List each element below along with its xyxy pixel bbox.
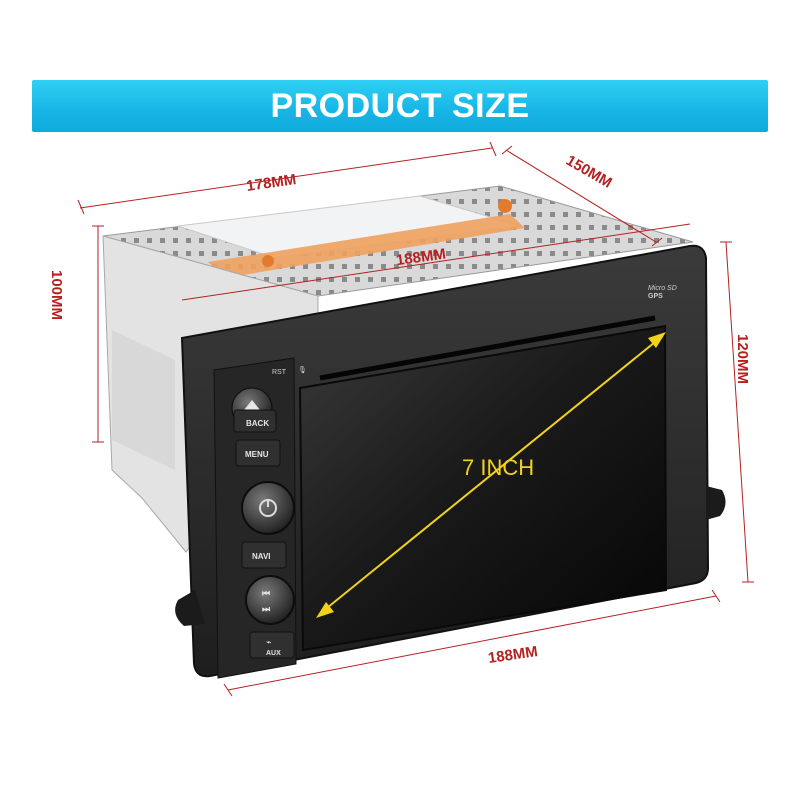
microphone-icon: 🎙 bbox=[298, 366, 307, 374]
banner-title: PRODUCT SIZE bbox=[270, 86, 530, 125]
aux-plug-icon: ⌁ bbox=[266, 637, 271, 647]
rst-label: RST bbox=[272, 369, 287, 376]
left-height-label: 100MM bbox=[48, 270, 65, 320]
power-volume-knob[interactable] bbox=[241, 481, 295, 535]
screen-diagonal-arrow bbox=[316, 332, 666, 618]
screen-size-label: 7 INCH bbox=[462, 455, 534, 480]
mount-tab-right bbox=[706, 486, 726, 520]
sticker-dot bbox=[498, 199, 512, 213]
title-banner: PRODUCT SIZE bbox=[32, 80, 768, 132]
warning-tape bbox=[208, 214, 525, 278]
back-label: BACK bbox=[246, 419, 269, 428]
gps-label: GPS bbox=[648, 293, 663, 300]
top-depth-label: 150MM bbox=[563, 152, 615, 192]
top-width-label: 178MM bbox=[245, 171, 297, 195]
menu-label: MENU bbox=[245, 450, 269, 459]
disc-slot bbox=[319, 315, 656, 381]
mount-tab-left bbox=[175, 590, 205, 626]
back-button[interactable]: BACK bbox=[233, 409, 277, 433]
inner-width-label: 188MM bbox=[395, 245, 447, 269]
next-track-icon: ⏭ bbox=[262, 604, 271, 614]
eject-icon bbox=[244, 400, 260, 410]
navi-label: NAVI bbox=[252, 552, 271, 561]
aux-label: AUX bbox=[266, 650, 281, 657]
dimension-lines bbox=[77, 141, 754, 697]
aux-button[interactable]: ⌁ AUX bbox=[249, 631, 295, 659]
previous-track-icon: ⏮ bbox=[262, 588, 270, 598]
sticker-dot bbox=[262, 255, 274, 267]
menu-button[interactable]: MENU bbox=[235, 439, 281, 467]
bottom-width-label: 188MM bbox=[487, 643, 539, 667]
microsd-label: Micro SD bbox=[648, 285, 677, 292]
navi-button[interactable]: NAVI bbox=[241, 541, 287, 569]
track-knob[interactable]: ⏮ ⏭ bbox=[245, 575, 295, 625]
right-height-label: 120MM bbox=[734, 334, 751, 384]
